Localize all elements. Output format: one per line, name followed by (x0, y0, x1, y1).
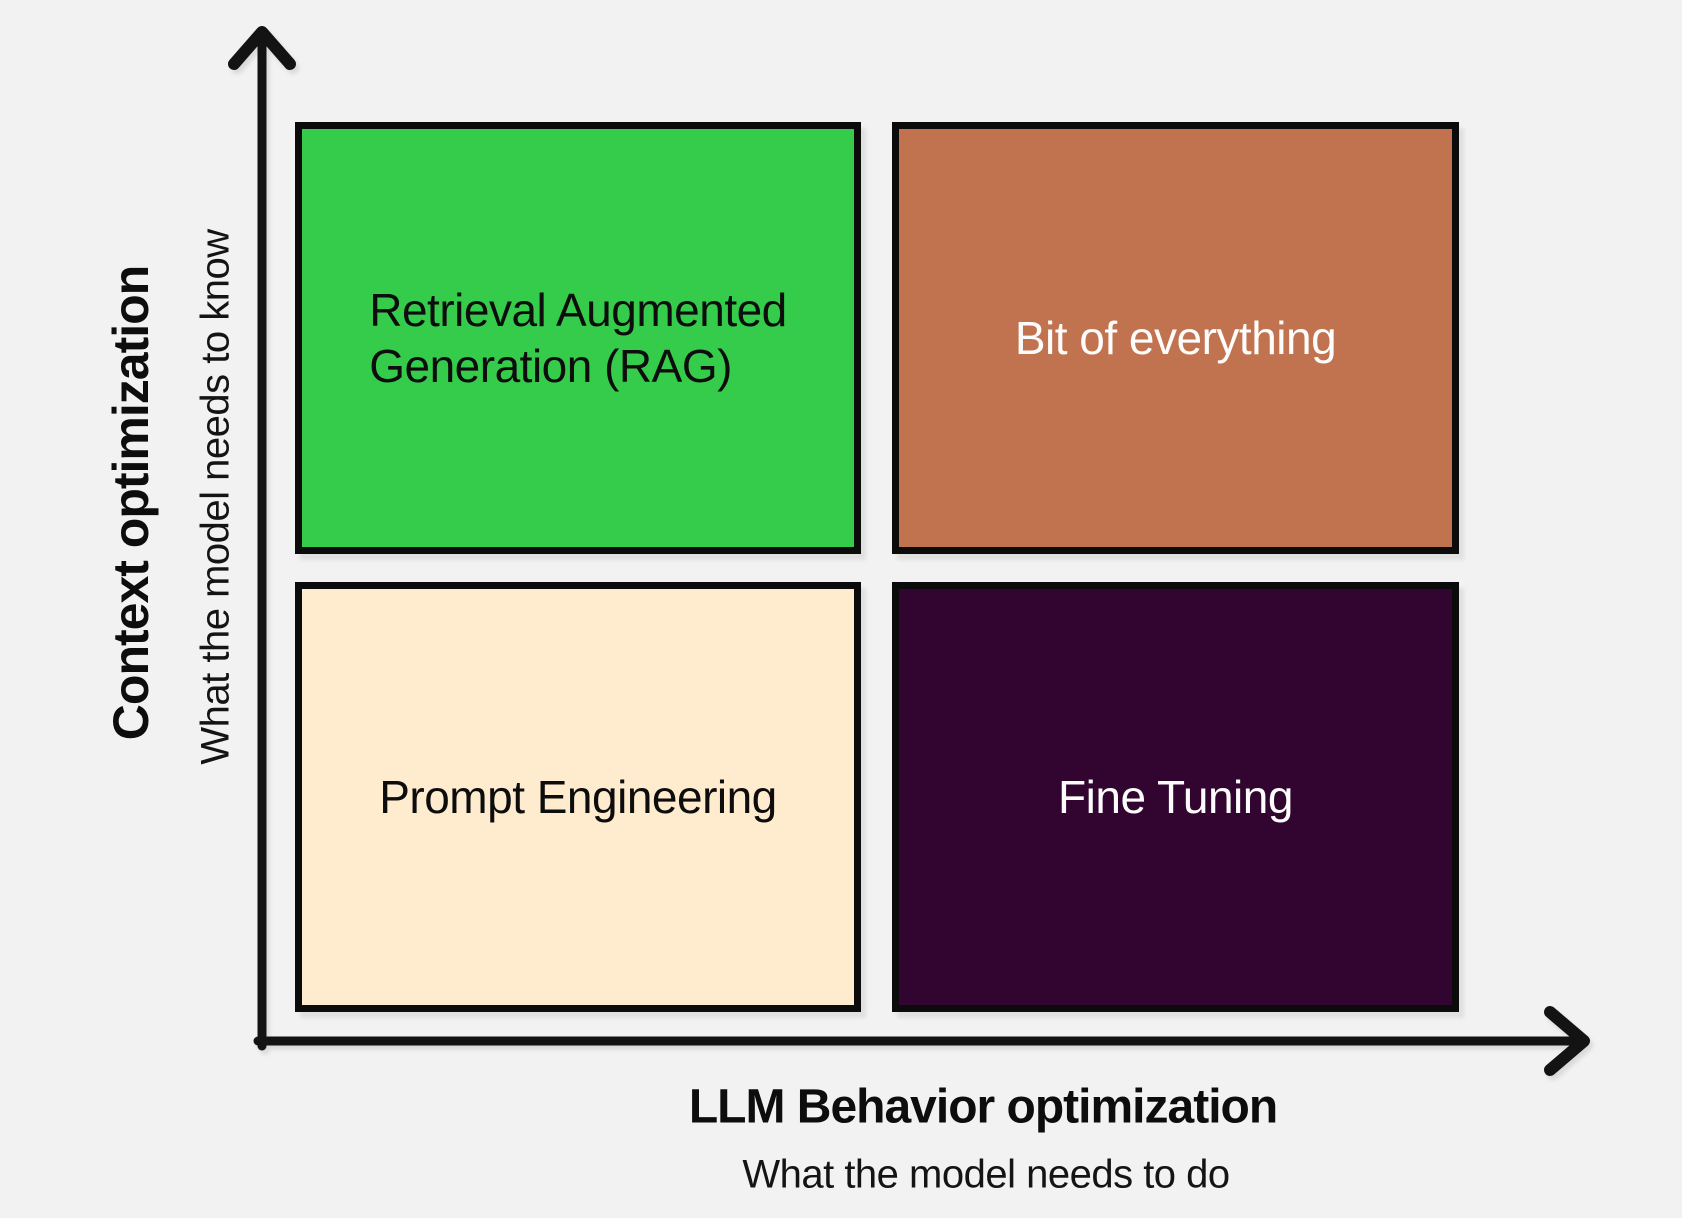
y-axis-subtitle: What the model needs to know (193, 229, 238, 765)
quadrant-bit-of-everything: Bit of everything (892, 122, 1459, 554)
quadrant-rag-label: Retrieval Augmented Generation (RAG) (369, 283, 787, 392)
x-axis-arrow (253, 1006, 1590, 1076)
quadrant-bit-of-everything-label: Bit of everything (1014, 311, 1337, 364)
y-axis-arrowhead-icon (228, 26, 296, 70)
quadrant-prompt-engineering: Prompt Engineering (295, 582, 861, 1012)
quadrant-fine-tuning-label: Fine Tuning (1058, 770, 1293, 823)
x-axis-arrowhead-icon (1544, 1006, 1590, 1076)
x-axis-title: LLM Behavior optimization (688, 1080, 1278, 1134)
quadrant-prompt-engineering-label: Prompt Engineering (379, 770, 777, 823)
quadrant-rag: Retrieval Augmented Generation (RAG) (295, 122, 861, 554)
x-axis-subtitle: What the model needs to do (742, 1152, 1230, 1197)
y-axis-title: Context optimization (103, 265, 159, 741)
quadrant-fine-tuning: Fine Tuning (892, 582, 1459, 1012)
y-axis-arrow (228, 26, 296, 1051)
